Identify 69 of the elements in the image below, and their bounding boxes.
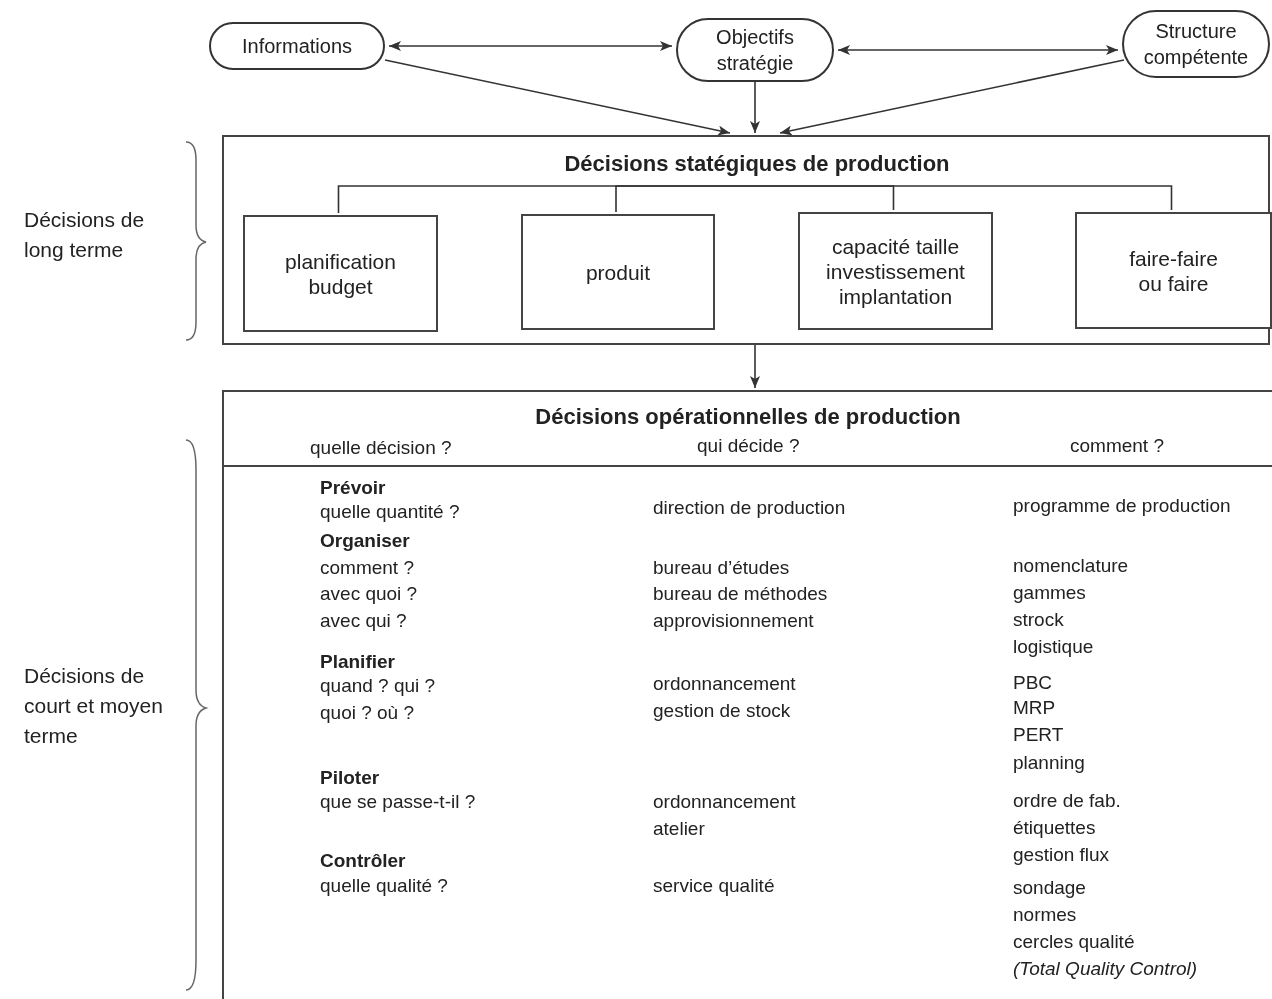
table-text: atelier — [653, 817, 705, 841]
column-header: comment ? — [1070, 434, 1164, 458]
table-text: avec qui ? — [320, 609, 407, 633]
table-text: bureau de méthodes — [653, 582, 828, 606]
arrow — [750, 81, 760, 134]
table-text: planning — [1013, 751, 1085, 775]
row-heading: Piloter — [320, 766, 380, 790]
table-text: service qualité — [653, 874, 775, 898]
table-text: ordonnancement — [653, 790, 796, 814]
table-text: quoi ? où ? — [320, 701, 415, 725]
section-heading: Décisions statégiques de production — [522, 147, 992, 188]
strategic-decisions-panel — [222, 135, 1270, 345]
table-text: PBC — [1013, 671, 1053, 695]
arrow — [837, 45, 1119, 55]
connector-line — [615, 185, 756, 213]
rounded-node — [676, 18, 834, 82]
bracket-label: Décisions de long terme — [24, 207, 146, 263]
decision-box — [243, 215, 438, 332]
table-text: gestion flux — [1013, 843, 1110, 867]
node-label: faire-faire ou faire — [1128, 245, 1219, 296]
bracket-label: Décisions de court et moyen terme — [24, 663, 164, 749]
rounded-node — [209, 22, 385, 70]
node-label: Informations — [241, 34, 353, 59]
arrow — [779, 59, 1125, 136]
table-text: ordonnancement — [653, 672, 796, 696]
row-heading: Contrôler — [320, 849, 406, 873]
table-text: ordre de fab. — [1013, 789, 1121, 813]
node-label: planification budget — [284, 248, 397, 299]
table-text: MRP — [1013, 696, 1056, 720]
column-header: qui décide ? — [697, 434, 800, 458]
row-heading: Prévoir — [320, 476, 386, 500]
arrow — [388, 41, 673, 51]
table-text: sondage — [1013, 876, 1086, 900]
table-text: bureau d’études — [653, 556, 790, 580]
decision-box — [798, 212, 993, 330]
table-text: comment ? — [320, 556, 414, 580]
table-text: strock — [1013, 608, 1064, 632]
row-heading: Organiser — [320, 529, 410, 553]
table-text: cercles qualité — [1013, 930, 1135, 954]
arrow — [750, 344, 760, 389]
table-text: gestion de stock — [653, 699, 791, 723]
node-label: Structure compétente — [1142, 19, 1250, 70]
column-header: quelle décision ? — [310, 436, 452, 460]
table-text: PERT — [1013, 723, 1064, 747]
operational-decisions-table — [222, 390, 1272, 999]
table-text: gammes — [1013, 581, 1086, 605]
table-text: normes — [1013, 903, 1077, 927]
node-label: capacité taille investissement implantation — [825, 233, 966, 309]
table-text: programme de production — [1013, 494, 1231, 518]
node-label: Objectifs stratégie — [715, 25, 795, 76]
node-label: produit — [585, 259, 651, 285]
table-text: quelle qualité ? — [320, 874, 448, 898]
table-text: avec quoi ? — [320, 582, 418, 606]
table-note: (Total Quality Control) — [1013, 957, 1198, 981]
table-text: quelle quantité ? — [320, 500, 460, 524]
table-text: approvisionnement — [653, 609, 814, 633]
arrow — [384, 59, 731, 136]
row-heading: Planifier — [320, 650, 395, 674]
table-text: que se passe-t-il ? — [320, 790, 476, 814]
rounded-node — [1122, 10, 1270, 78]
table-text: quand ? qui ? — [320, 674, 436, 698]
decision-box — [521, 214, 715, 330]
connector-line — [754, 185, 1173, 211]
table-text: logistique — [1013, 635, 1094, 659]
decision-box — [1075, 212, 1272, 329]
table-text: nomenclature — [1013, 554, 1129, 578]
table-text: étiquettes — [1013, 816, 1096, 840]
section-heading: Décisions opérationnelles de production — [534, 403, 962, 431]
table-text: direction de production — [653, 496, 846, 520]
